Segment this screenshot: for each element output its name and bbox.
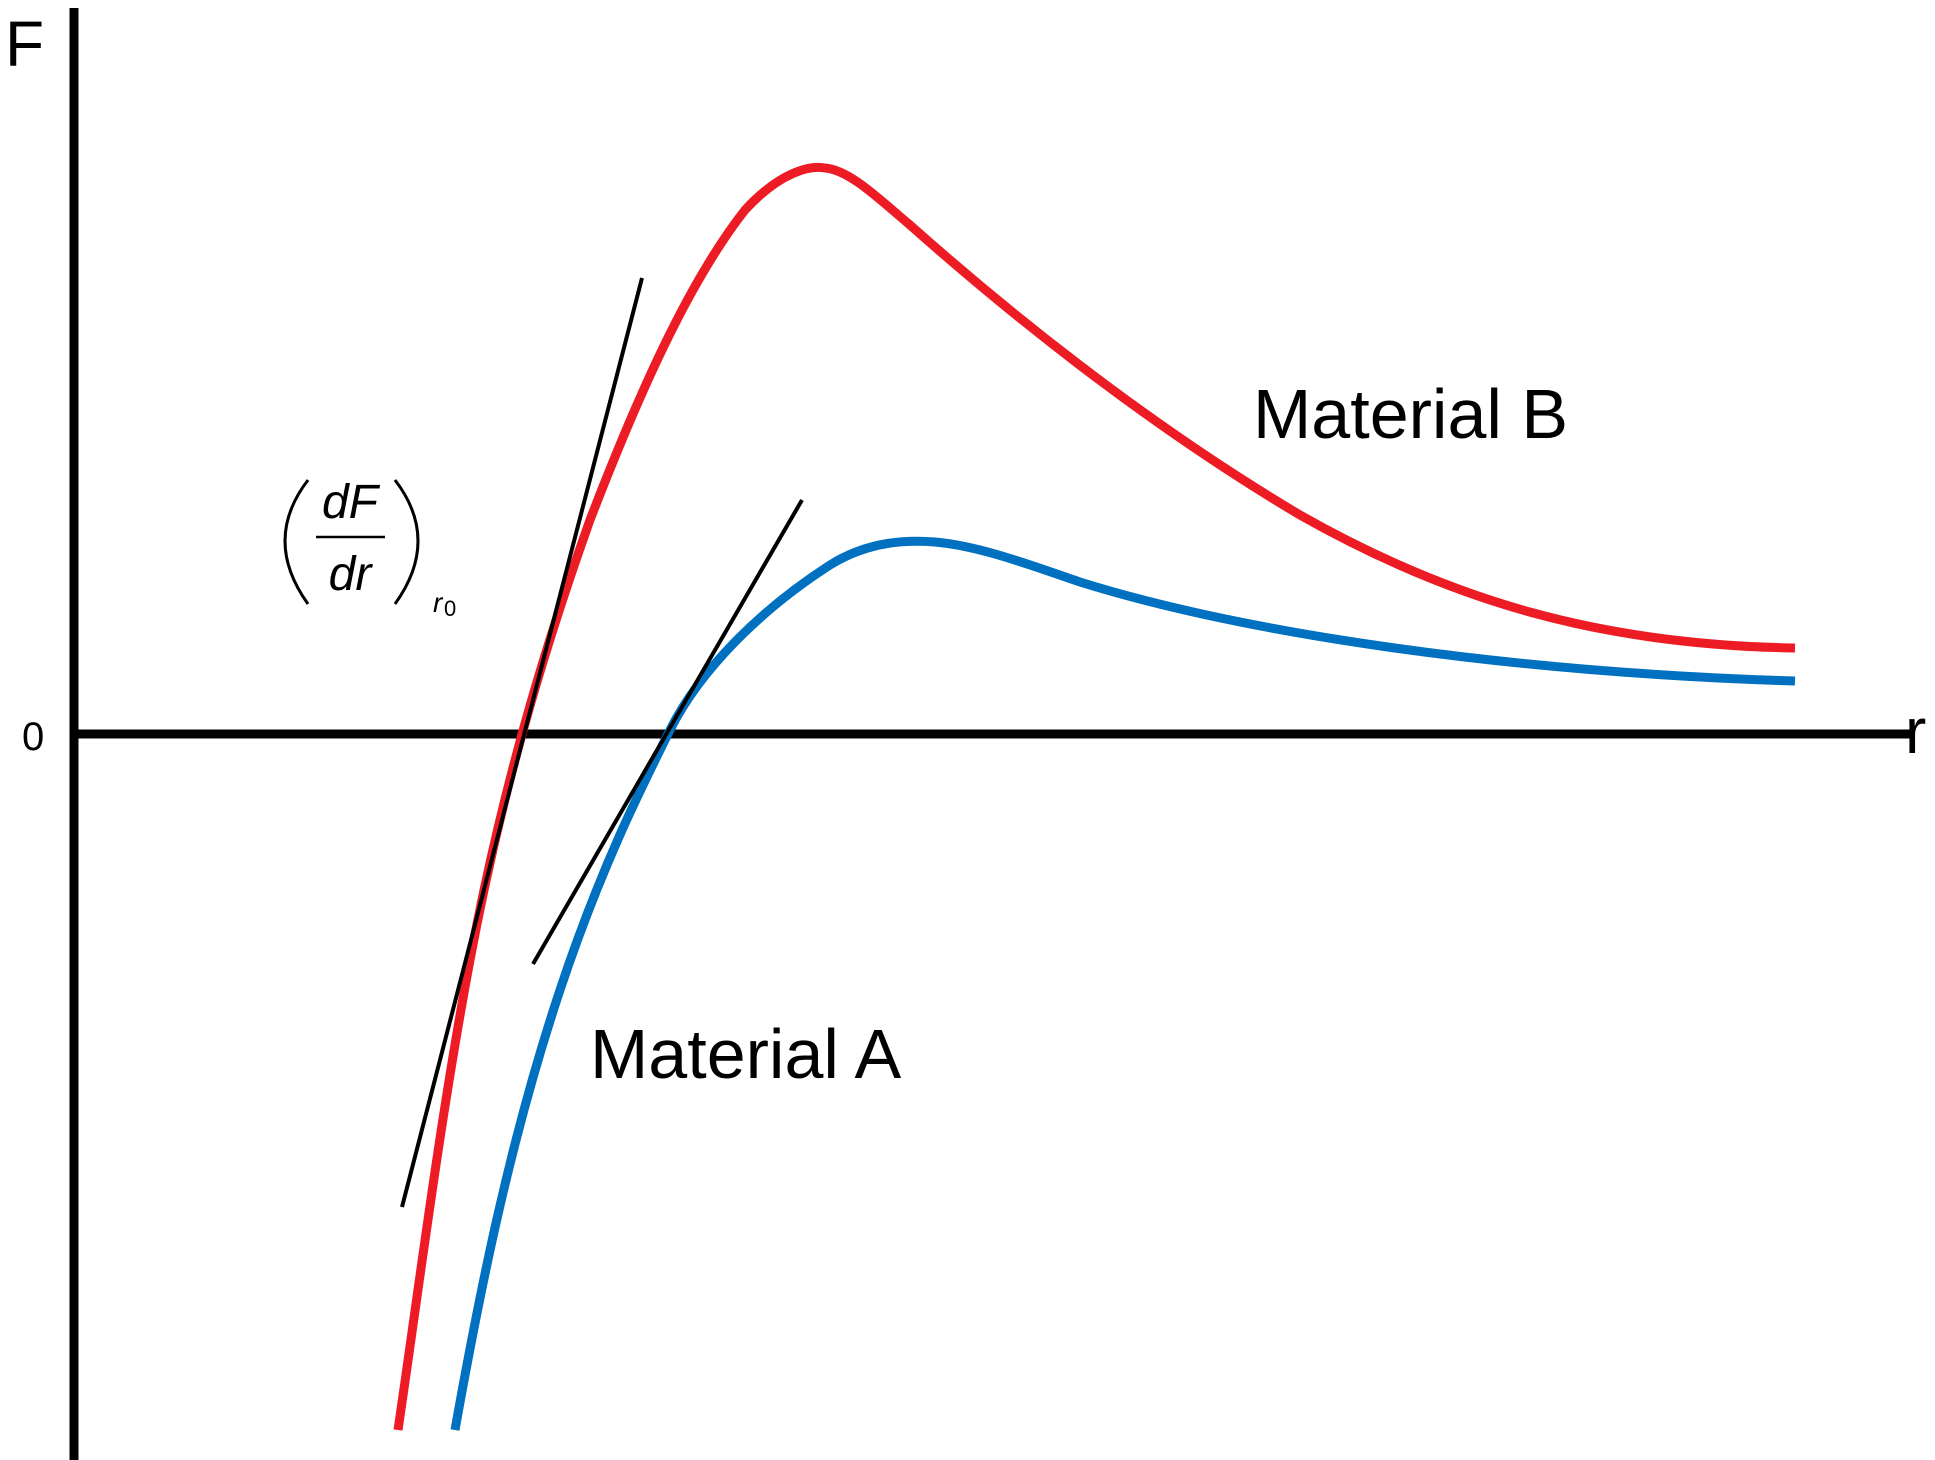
material-a-label: Material A (590, 1015, 902, 1093)
material-b-curve (393, 162, 1796, 1431)
right-parenthesis (393, 479, 420, 605)
material-b-label: Material B (1253, 375, 1568, 453)
tangent-line-material-a (531, 498, 804, 966)
subscript-index: 0 (444, 596, 456, 621)
y-axis-label: F (5, 8, 44, 80)
left-parenthesis (283, 479, 310, 605)
derivative-numerator: dF (322, 476, 381, 529)
derivative-annotation: dF dr r 0 (283, 476, 456, 621)
x-axis-label: r (1905, 695, 1926, 767)
material-a-curve (450, 536, 1796, 1431)
derivative-denominator: dr (329, 548, 374, 601)
origin-label: 0 (22, 715, 44, 759)
subscript-variable: r (433, 587, 444, 618)
tangent-line-material-b (400, 277, 644, 1208)
